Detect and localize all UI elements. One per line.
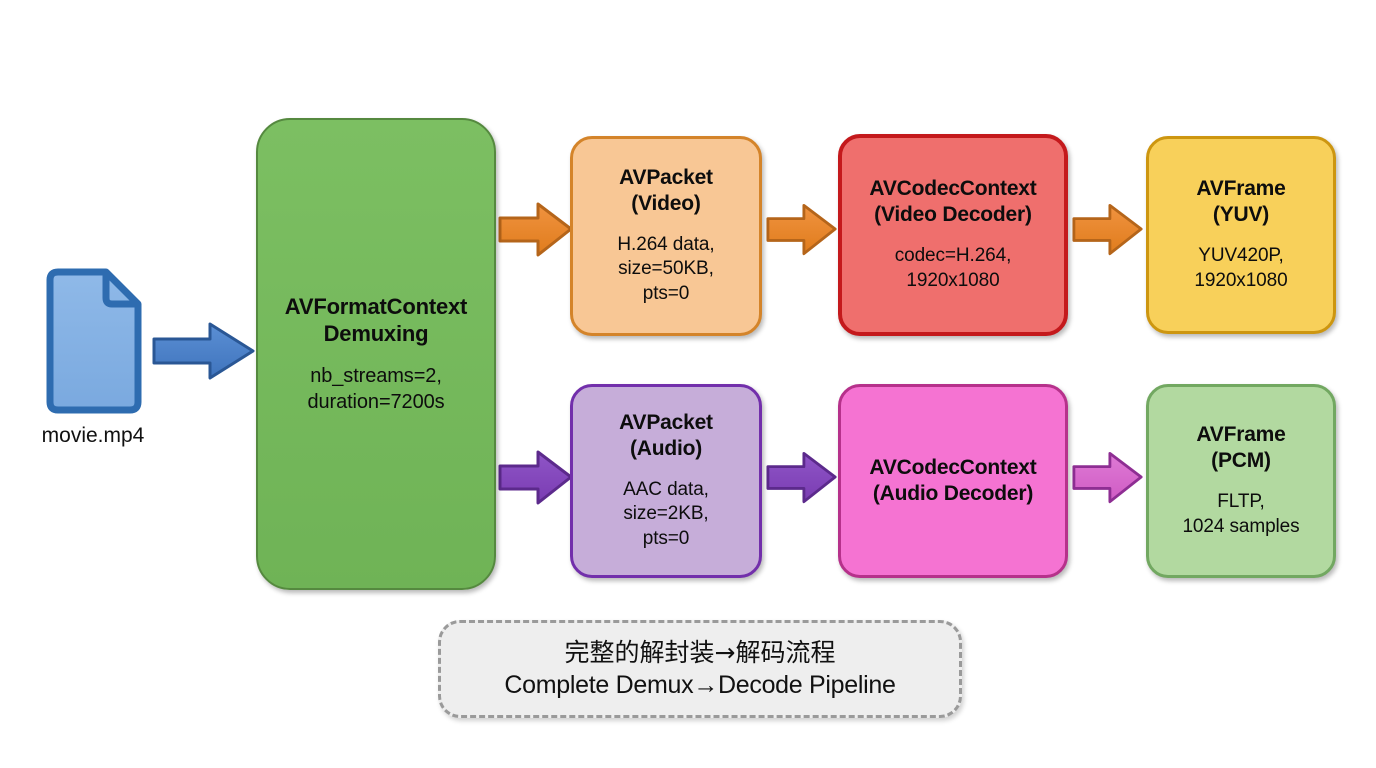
node-subtext: codec=H.264, 1920x1080 <box>894 245 1012 291</box>
node-avformatcontext-demuxing[interactable]: AVFormatContext Demuxing nb_streams=2, d… <box>256 118 496 590</box>
node-subtext: H.264 data, size=50KB, pts=0 <box>617 233 715 305</box>
arrow-demux-to-packet-video <box>498 202 573 257</box>
file-document-icon <box>46 268 142 414</box>
node-avframe-pcm[interactable]: AVFrame (PCM) FLTP, 1024 samples <box>1146 384 1336 578</box>
arrow-codec-context-to-frame-yuv <box>1072 203 1143 256</box>
node-title: AVCodecContext (Audio Decoder) <box>869 456 1037 505</box>
node-avpacket-audio[interactable]: AVPacket (Audio) AAC data, size=2KB, pts… <box>570 384 762 578</box>
node-subtext: FLTP, 1024 samples <box>1182 491 1300 537</box>
node-title: AVCodecContext (Video Decoder) <box>869 177 1037 227</box>
source-file-label: movie.mp4 <box>41 424 145 447</box>
node-title: AVPacket (Video) <box>619 166 713 215</box>
arrow-demux-to-packet-audio <box>498 450 573 505</box>
caption-line-chinese: 完整的解封装→解码流程 <box>564 638 836 667</box>
caption-line-english: Complete Demux→Decode Pipeline <box>504 671 896 699</box>
arrow-file-to-demux <box>152 322 255 380</box>
node-avframe-yuv[interactable]: AVFrame (YUV) YUV420P, 1920x1080 <box>1146 136 1336 334</box>
node-subtext: nb_streams=2, duration=7200s <box>307 365 445 414</box>
node-avpacket-video[interactable]: AVPacket (Video) H.264 data, size=50KB, … <box>570 136 762 336</box>
diagram-caption: 完整的解封装→解码流程 Complete Demux→Decode Pipeli… <box>438 620 962 718</box>
node-title: AVPacket (Audio) <box>619 411 713 460</box>
node-subtext: AAC data, size=2KB, pts=0 <box>623 478 709 550</box>
arrow-packet-audio-to-codec-context <box>766 451 837 504</box>
node-title: AVFrame (PCM) <box>1196 423 1286 473</box>
node-subtext: YUV420P, 1920x1080 <box>1194 245 1288 291</box>
arrow-codec-context-to-frame-pcm <box>1072 451 1143 504</box>
node-avcodeccontext-audio-decoder[interactable]: AVCodecContext (Audio Decoder) <box>838 384 1068 578</box>
node-avcodeccontext-video-decoder[interactable]: AVCodecContext (Video Decoder) codec=H.2… <box>838 134 1068 336</box>
node-title: AVFormatContext Demuxing <box>284 293 468 346</box>
node-title: AVFrame (YUV) <box>1196 177 1286 227</box>
arrow-packet-video-to-codec-context <box>766 203 837 256</box>
